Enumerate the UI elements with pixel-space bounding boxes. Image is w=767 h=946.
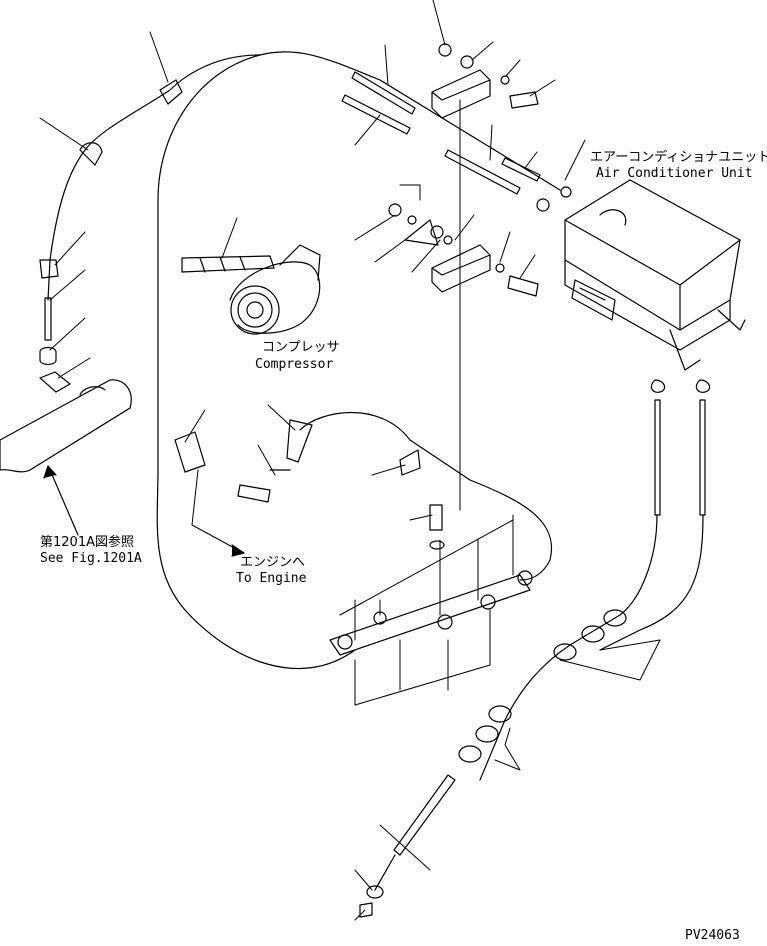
insulation-sleeves xyxy=(341,71,541,195)
see-figure-label-en: See Fig.1201A xyxy=(40,551,142,566)
air-conditioner-unit-label-jp: エアーコンディショナユニット xyxy=(590,150,767,165)
condenser-rail xyxy=(0,379,132,473)
drain-hoses xyxy=(359,379,711,918)
air-conditioner-unit xyxy=(564,179,746,371)
compressor-label-en: Compressor xyxy=(255,357,334,372)
lower-bracket xyxy=(174,419,533,656)
compressor-drawing xyxy=(181,244,321,335)
leader-lines xyxy=(39,0,661,921)
see-figure-label-jp: 第1201A図参照 xyxy=(40,535,134,550)
hose-left-run xyxy=(47,54,261,301)
to-engine-label-en: To Engine xyxy=(236,571,307,586)
clamp-brackets xyxy=(388,43,572,297)
hose-main-loop xyxy=(156,51,561,670)
condenser-rail-detail xyxy=(79,386,106,396)
to-engine-label-jp: エンジンへ xyxy=(240,555,306,570)
compressor-label-jp: コンプレッサ xyxy=(262,340,340,355)
reference-arrows xyxy=(43,465,245,557)
drawing-number: PV24063 xyxy=(685,928,740,943)
hose-lower-loop xyxy=(299,411,553,581)
air-conditioner-unit-label-en: Air Conditioner Unit xyxy=(596,166,753,181)
